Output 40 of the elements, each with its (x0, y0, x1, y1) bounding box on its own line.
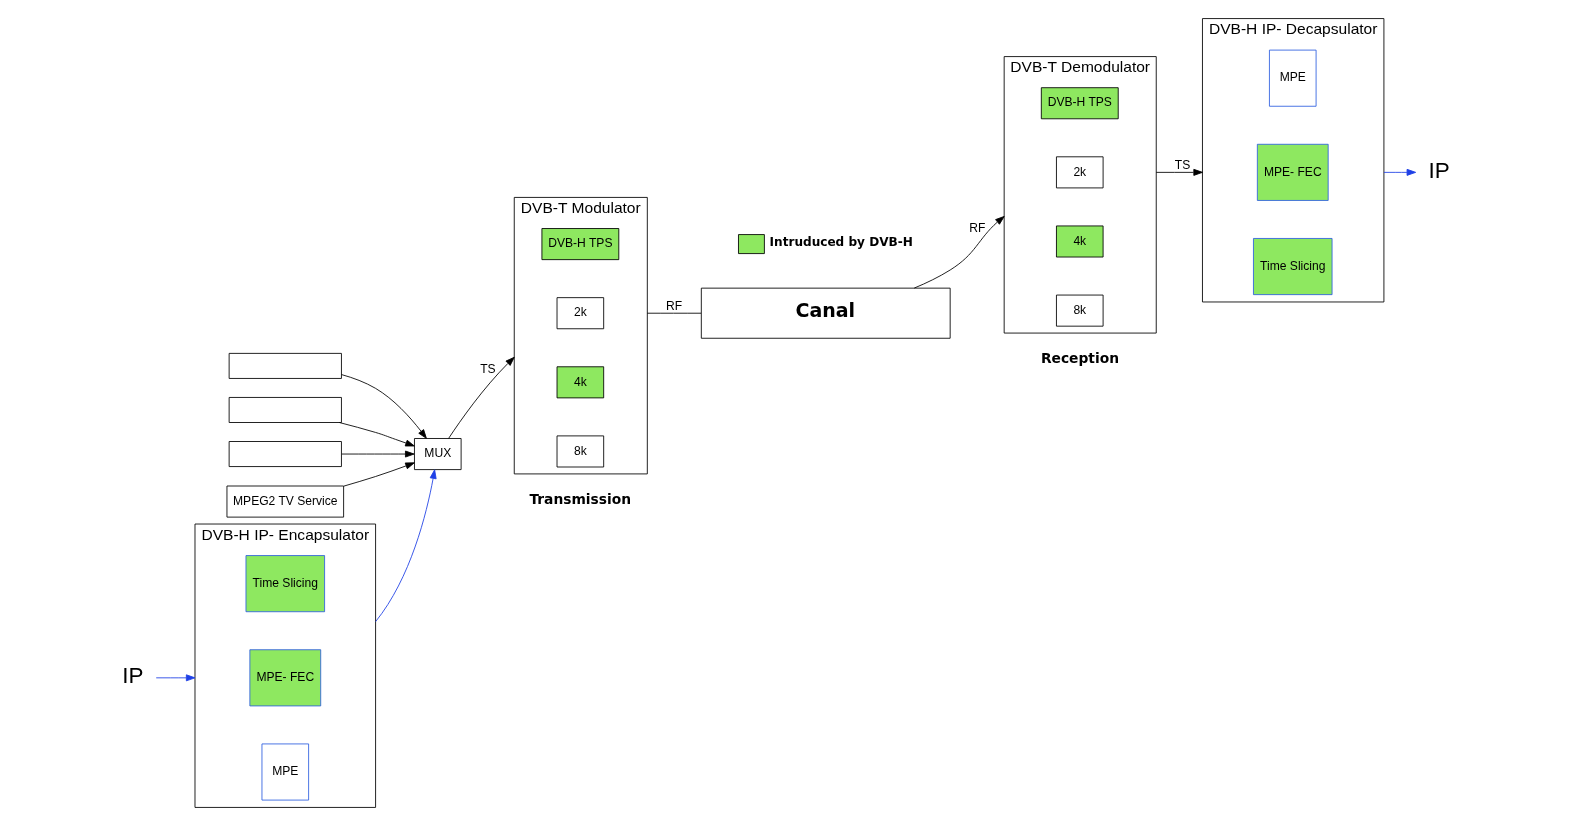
node-box (228, 441, 342, 467)
node-box: MPEG2 TV Service (226, 485, 344, 518)
label: Reception (1040, 350, 1119, 367)
edge-label: RF (665, 298, 682, 313)
arrow (338, 422, 415, 447)
node-box: MUX (413, 438, 462, 470)
arrow (340, 450, 414, 458)
node-text: IP (1428, 157, 1450, 183)
node-box: 4k (556, 366, 604, 399)
node-box: DVB-H TPS (1040, 87, 1119, 120)
legend-label: Intruduced by DVB-H (769, 235, 913, 250)
node-box: Time Slicing (1252, 238, 1332, 296)
label: Transmission (528, 490, 631, 507)
node-box: 8k (556, 435, 604, 468)
node-box: 8k (1055, 294, 1104, 327)
node-box (228, 397, 342, 423)
edge-label: RF (968, 221, 985, 236)
arrow (374, 469, 437, 623)
arrow (1383, 168, 1416, 176)
arrow (340, 374, 427, 439)
node-box: Time Slicing (245, 555, 325, 613)
node-text: IP (121, 663, 143, 689)
arrow (913, 216, 1005, 289)
arrow (155, 674, 195, 682)
node-box: 4k (1055, 225, 1104, 258)
node-box: DVB-H TPS (541, 228, 619, 261)
node-box: MPE- FEC (248, 649, 321, 707)
arrow (447, 356, 515, 439)
node-box: MPE (1268, 49, 1316, 107)
arrow (342, 462, 415, 487)
edge-label: TS (479, 361, 496, 376)
node-box: 2k (1055, 156, 1104, 189)
arrow (1155, 168, 1203, 176)
node-box: MPE (261, 743, 309, 801)
node-box: Canal (700, 287, 951, 339)
node-box: 2k (556, 297, 604, 330)
edge-label: TS (1174, 158, 1190, 173)
node-box: MPE- FEC (1256, 143, 1329, 201)
node-box (228, 352, 342, 379)
connector (646, 312, 701, 314)
